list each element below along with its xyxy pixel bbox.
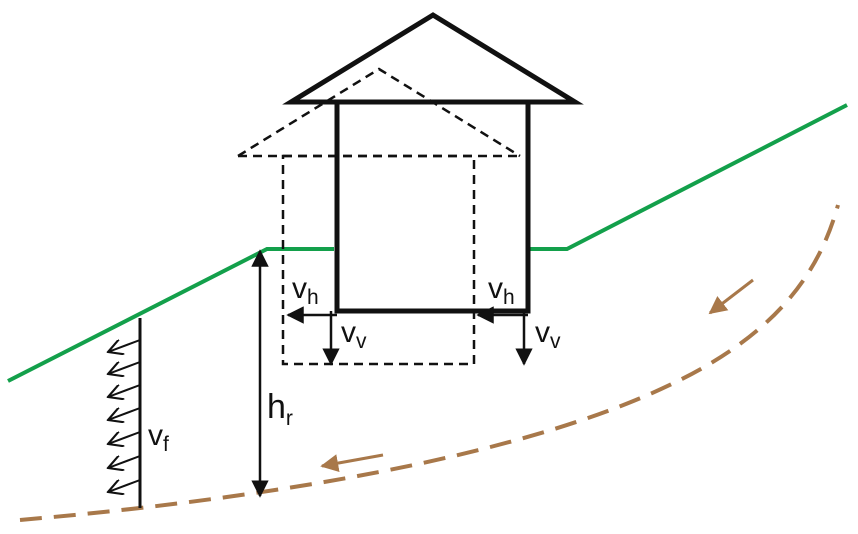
ground-surface-line	[7, 247, 334, 383]
slip-surface-line	[19, 204, 840, 522]
vf-arrow	[108, 361, 141, 374]
vf-arrow	[108, 407, 141, 420]
slip-direction-arrow-bottom	[320, 453, 384, 472]
vf-arrow	[108, 479, 141, 492]
vh-right-label: vh	[488, 272, 515, 309]
displaced-house-body	[281, 154, 476, 366]
vv-right-label: vv	[535, 316, 561, 353]
vf-arrow	[108, 339, 141, 352]
vv-left-label: vv	[341, 316, 367, 353]
vh-left-label: vh	[292, 272, 319, 309]
vf-arrow	[108, 431, 141, 444]
vf-label: vf	[148, 419, 169, 456]
vf-arrow	[108, 384, 141, 397]
displaced-house-roof	[237, 67, 521, 158]
hr-label: hr	[267, 388, 293, 430]
vf-arrow	[108, 455, 141, 468]
slip-direction-arrow-right	[708, 278, 754, 315]
house-roof	[282, 12, 584, 105]
vf-distributed-arrows	[108, 339, 141, 492]
house-body	[334, 99, 531, 314]
ground-surface-line-right	[530, 103, 848, 251]
